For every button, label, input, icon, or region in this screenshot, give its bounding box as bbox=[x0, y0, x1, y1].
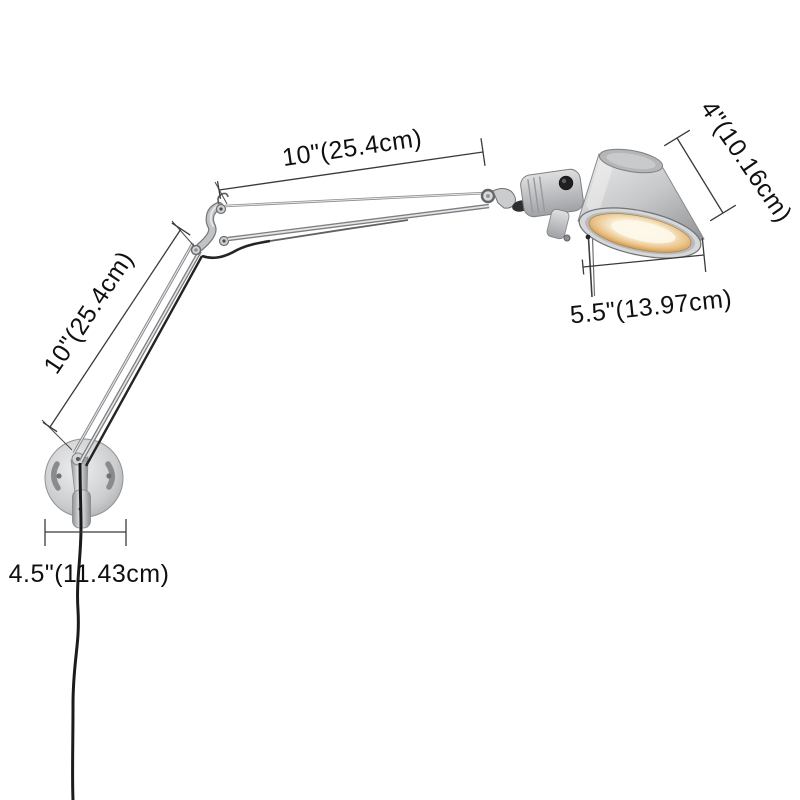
clamp-rib bbox=[532, 177, 540, 214]
shade-switch-pin-2 bbox=[591, 237, 596, 297]
dimension-label-upper-arm: 10"(25.4cm) bbox=[280, 124, 423, 172]
dimension-tick bbox=[480, 138, 486, 166]
dimension-line bbox=[218, 151, 484, 191]
shade-switch-pivot bbox=[585, 234, 591, 240]
lower-arm-cable bbox=[84, 255, 204, 467]
elbow-cable-loop bbox=[201, 239, 271, 260]
upper-arm-rod-rear-highlight bbox=[224, 192, 487, 207]
dimension-tick bbox=[42, 421, 58, 433]
mount-pivot-pin bbox=[76, 457, 80, 461]
elbow-pivot-lower-hole bbox=[194, 248, 198, 252]
lower-arm bbox=[72, 242, 204, 467]
dimension-upper-arm: 10"(25.4cm) bbox=[214, 124, 486, 205]
screw-slot-left-icon bbox=[51, 461, 61, 491]
dimension-lower-arm: 10"(25.4cm) bbox=[38, 220, 195, 451]
dimension-tick bbox=[701, 238, 707, 272]
neck-screw bbox=[563, 234, 571, 242]
head-joint bbox=[480, 168, 584, 242]
tension-knob bbox=[558, 175, 574, 191]
dimension-line bbox=[49, 228, 182, 428]
screw-left bbox=[56, 473, 62, 479]
upper-arm-cable bbox=[269, 219, 409, 242]
elbow-pivot-top-pin bbox=[219, 207, 223, 211]
dimension-label-shade-height: 4"(10.16cm) bbox=[695, 96, 798, 228]
dimension-line bbox=[676, 137, 724, 214]
dimension-line bbox=[582, 254, 705, 268]
screw-right bbox=[106, 473, 112, 479]
dimension-tick bbox=[216, 181, 222, 199]
shade-top-cap-inner bbox=[606, 152, 656, 170]
head-neck bbox=[546, 208, 570, 240]
head-hook bbox=[492, 188, 516, 209]
dimension-tick bbox=[581, 259, 585, 275]
lower-arm-rod-front-highlight bbox=[80, 250, 201, 462]
dimension-label-wall-plate: 4.5"(11.43cm) bbox=[9, 560, 170, 588]
shade-highlight bbox=[586, 157, 615, 218]
extension-line bbox=[214, 181, 228, 205]
shade-opening bbox=[578, 207, 702, 259]
screw-slot-right-icon bbox=[105, 461, 115, 490]
lower-arm-rod-rear-highlight bbox=[73, 242, 194, 454]
dimension-tick bbox=[709, 204, 737, 222]
clamp-rib bbox=[538, 176, 546, 213]
shade-switch-pin bbox=[587, 237, 593, 298]
dimension-tick bbox=[663, 129, 691, 147]
tension-knob-highlight bbox=[561, 178, 567, 184]
upper-arm bbox=[224, 191, 490, 242]
dimension-label-shade-diameter: 5.5"(13.97cm) bbox=[569, 285, 734, 330]
clamp-rib bbox=[527, 179, 534, 213]
dimension-label-lower-arm: 10"(25.4cm) bbox=[38, 246, 139, 379]
dimension-wall-plate: 4.5"(11.43cm) bbox=[9, 519, 170, 588]
wall-mount bbox=[44, 438, 124, 529]
dimension-tick bbox=[171, 222, 191, 236]
power-cord bbox=[71, 462, 83, 800]
shade-glow-hotspot bbox=[611, 220, 676, 244]
head-eye-hole bbox=[486, 194, 490, 198]
elbow-joint bbox=[190, 192, 409, 260]
lamp-shade bbox=[577, 148, 705, 298]
upper-arm-rod-front-highlight bbox=[227, 205, 490, 240]
elbow-pivot-mid-pin bbox=[222, 239, 226, 243]
